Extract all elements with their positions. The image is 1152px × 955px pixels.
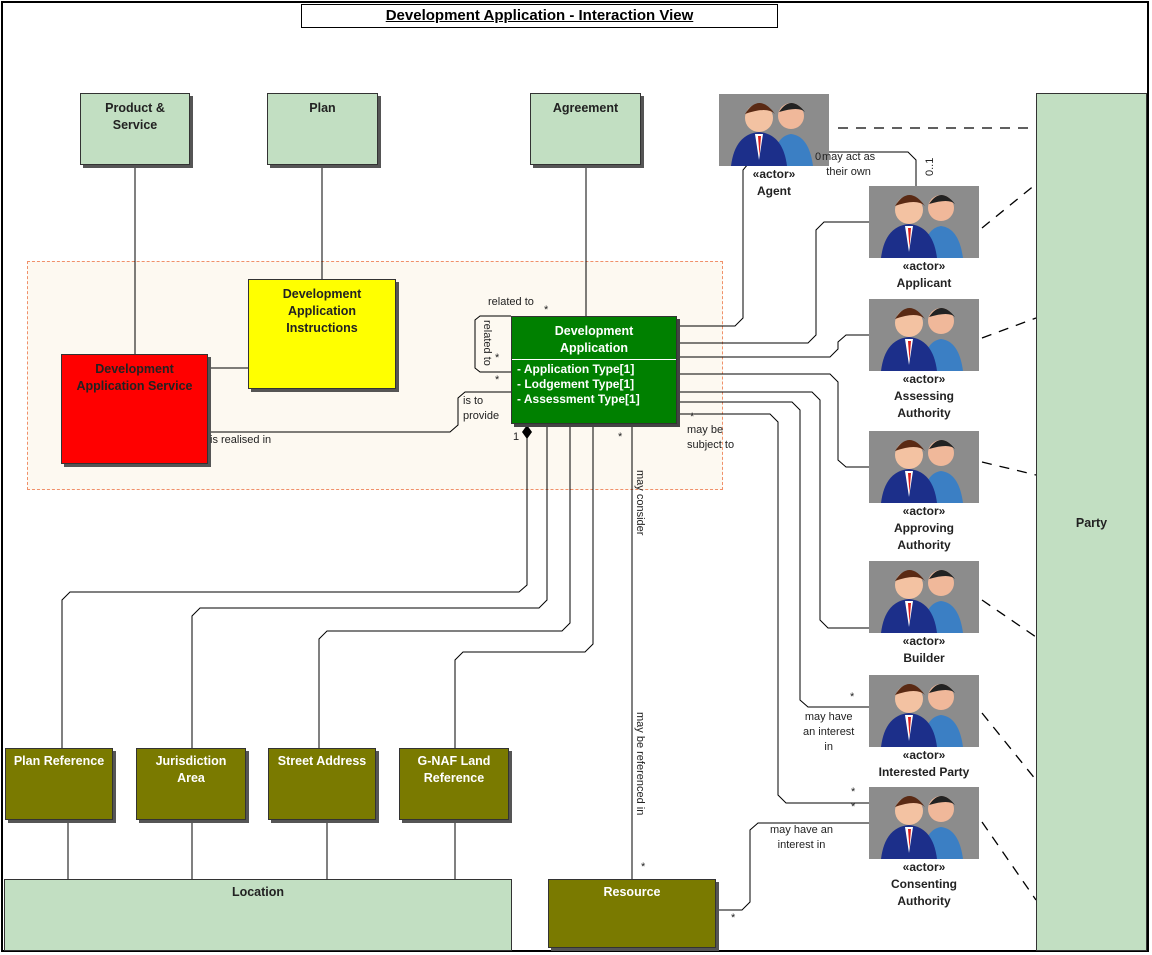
actor-interested-party-stereotype: «actor» [902, 748, 946, 762]
actor-applicant-stereotype: «actor» [902, 259, 946, 273]
person-pair-icon [869, 299, 979, 371]
label-is-to-provide: is to provide [463, 395, 500, 422]
label-zero-dots: 0..1 [924, 157, 936, 176]
actor-applicant[interactable]: «actor» Applicant [865, 186, 983, 292]
label-may-act: may act as their own [822, 151, 876, 178]
actor-consenting-stereotype: «actor» [902, 860, 946, 874]
actor-assessing-authority[interactable]: «actor» Assessing Authority [865, 299, 983, 422]
label-star-6: * [641, 861, 646, 873]
plan-reference-box[interactable]: Plan Reference [5, 748, 113, 820]
actor-agent-name: Agent [757, 184, 791, 198]
label-star-5: * [618, 431, 623, 443]
actor-builder[interactable]: «actor» Builder [865, 561, 983, 667]
person-pair-icon [869, 675, 979, 747]
label-may-have-interest-2: may have an interest in [770, 824, 833, 851]
label-related-to-side: related to [481, 320, 493, 366]
diagram-title: Development Application - Interaction Vi… [301, 4, 778, 28]
actor-consenting-authority[interactable]: «actor» Consenting Authority [865, 787, 983, 910]
actor-assessing-stereotype: «actor» [902, 372, 946, 386]
actor-applicant-name: Applicant [896, 276, 952, 290]
actor-agent[interactable]: «actor» Agent [715, 94, 833, 200]
resource-box[interactable]: Resource [548, 879, 716, 948]
actor-approving-authority[interactable]: «actor» Approving Authority [865, 431, 983, 554]
location-box[interactable]: Location [4, 879, 512, 951]
actor-approving-stereotype: «actor» [902, 504, 946, 518]
label-star-7: * [850, 691, 855, 703]
street-address-box[interactable]: Street Address [268, 748, 376, 820]
development-application-instructions-box[interactable]: Development Application Instructions [248, 279, 396, 389]
development-application-service-box[interactable]: Development Application Service [61, 354, 208, 464]
actor-builder-name: Builder [903, 651, 945, 665]
person-pair-icon [869, 186, 979, 258]
actor-interested-party[interactable]: «actor» Interested Party [865, 675, 983, 781]
actor-agent-stereotype: «actor» [752, 167, 796, 181]
da-attributes: - Application Type[1] - Lodgement Type[1… [512, 360, 676, 407]
party-box[interactable]: Party [1036, 93, 1147, 951]
jurisdiction-area-box[interactable]: Jurisdiction Area [136, 748, 246, 820]
label-star-3: * [495, 374, 500, 386]
development-application-class[interactable]: Development Application - Application Ty… [511, 316, 677, 424]
product-service-box[interactable]: Product & Service [80, 93, 190, 165]
label-star-8: * [851, 786, 856, 798]
label-may-have-interest-1: may have an interest in [803, 711, 855, 753]
agreement-box[interactable]: Agreement [530, 93, 641, 165]
da-attribute-assessment-type: - Assessment Type[1] [517, 392, 640, 406]
person-pair-icon [869, 561, 979, 633]
label-related-to-top: related to [488, 296, 534, 308]
gnaf-land-reference-box[interactable]: G-NAF Land Reference [399, 748, 509, 820]
label-is-realised-in: is realised in [210, 434, 272, 446]
actor-assessing-name: Assessing Authority [893, 389, 955, 420]
actor-builder-stereotype: «actor» [902, 634, 946, 648]
actor-interested-party-name: Interested Party [878, 765, 970, 779]
person-pair-icon [719, 94, 829, 166]
label-zero: 0 [815, 151, 822, 163]
label-may-be-referenced-in: may be referenced in [634, 712, 646, 816]
person-pair-icon [869, 431, 979, 503]
actor-approving-name: Approving Authority [894, 521, 954, 552]
label-star-2: * [495, 352, 500, 364]
label-one-aggregation: 1 [513, 431, 520, 443]
label-star-10: * [731, 912, 736, 924]
plan-box[interactable]: Plan [267, 93, 378, 165]
label-star-9: * [851, 801, 856, 813]
da-attribute-lodgement-type: - Lodgement Type[1] [517, 377, 635, 391]
actor-consenting-name: Consenting Authority [891, 877, 957, 908]
label-star-4: * [690, 411, 695, 423]
person-pair-icon [869, 787, 979, 859]
label-star-1: * [544, 304, 549, 316]
da-attribute-application-type: - Application Type[1] [517, 362, 635, 376]
da-class-name: Development Application [512, 317, 676, 360]
label-may-consider: may consider [634, 470, 646, 536]
label-may-be-subject-to: may be subject to [687, 424, 735, 451]
